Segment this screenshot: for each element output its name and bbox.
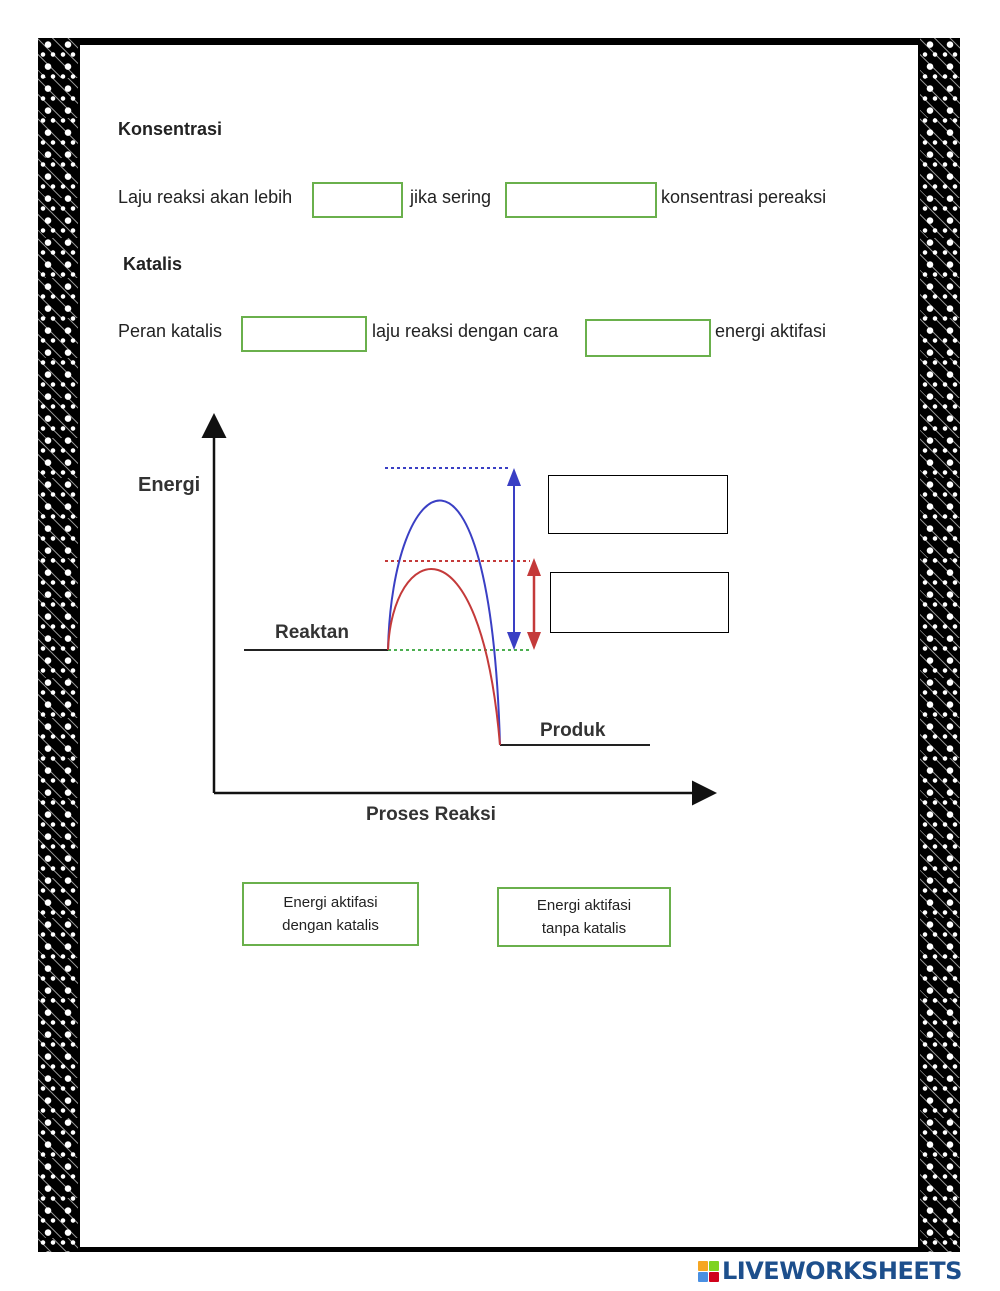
y-axis-label: Energi <box>138 474 200 496</box>
arrowhead-up-blue <box>507 468 521 486</box>
liveworksheets-logo-icon <box>698 1261 719 1282</box>
product-label: Produk <box>540 720 606 741</box>
liveworksheets-logo: LIVEWORKSHEETS <box>698 1258 962 1284</box>
option-1-line-2: dengan katalis <box>282 914 379 937</box>
arrowhead-down-red <box>527 632 541 650</box>
arrowhead-down-blue <box>507 632 521 650</box>
option-energi-aktifasi-tanpa-katalis[interactable]: Energi aktifasi tanpa katalis <box>497 887 671 947</box>
drop-box-with-catalyst[interactable] <box>550 572 729 633</box>
curve-with-catalyst <box>388 569 500 745</box>
drop-box-without-catalyst[interactable] <box>548 475 728 534</box>
option-2-line-1: Energi aktifasi <box>537 894 631 917</box>
option-1-line-1: Energi aktifasi <box>282 891 379 914</box>
reactant-label: Reaktan <box>275 622 349 643</box>
curve-without-catalyst <box>388 501 500 745</box>
option-energi-aktifasi-dengan-katalis[interactable]: Energi aktifasi dengan katalis <box>242 882 419 946</box>
option-2-line-2: tanpa katalis <box>537 917 631 940</box>
liveworksheets-logo-text: LIVEWORKSHEETS <box>722 1257 962 1285</box>
x-axis-label: Proses Reaksi <box>366 804 496 825</box>
